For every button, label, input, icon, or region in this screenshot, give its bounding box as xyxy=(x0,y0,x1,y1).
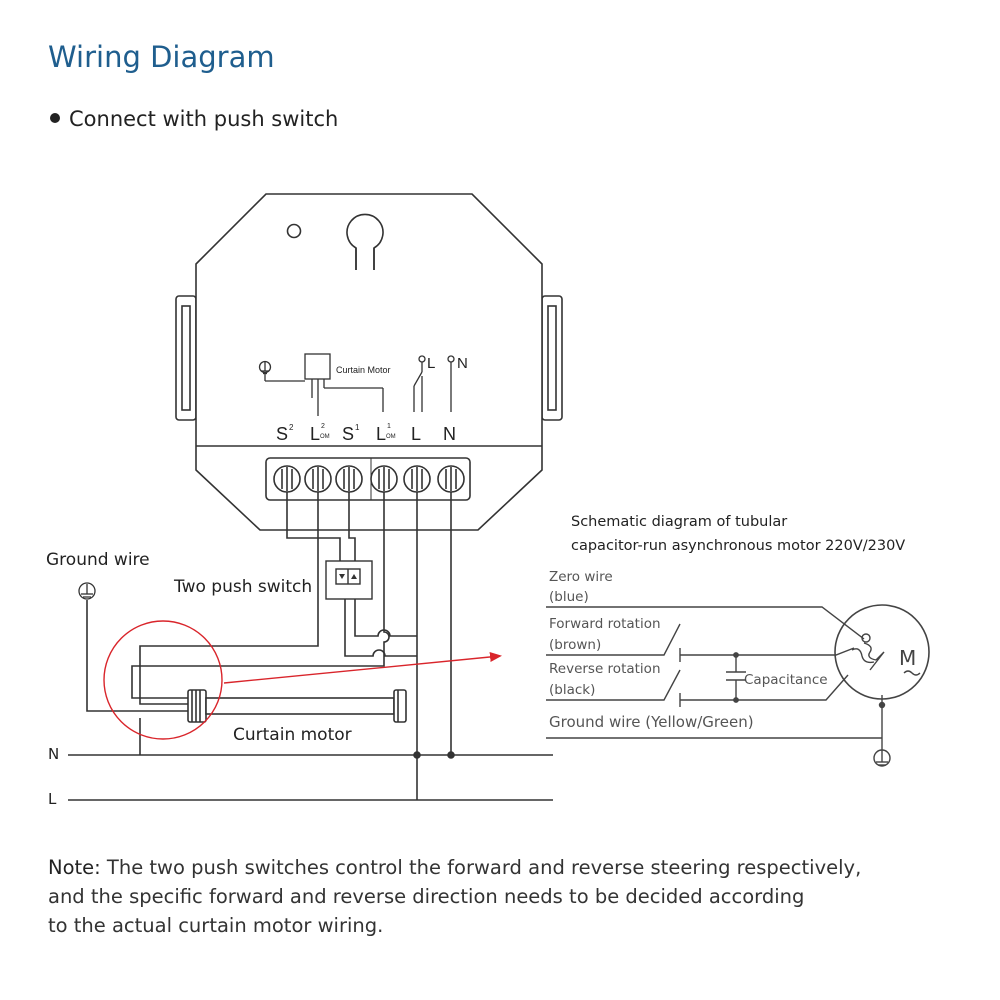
right-mount-clip-inner xyxy=(547,305,557,411)
antenna-icon xyxy=(346,213,384,270)
note-text-1: The two push switches control the forwar… xyxy=(100,856,862,879)
two-push-switch-icon xyxy=(325,560,373,600)
schematic-title-line1: Schematic diagram of tubular xyxy=(571,514,787,530)
forward-wire xyxy=(546,623,681,656)
left-mount-clip xyxy=(175,295,197,421)
motor-schematic: Schematic diagram of tubular capacitor-r… xyxy=(546,514,930,767)
terminal-label-l1om-sub: OM xyxy=(386,434,396,440)
terminal-label-s1: S xyxy=(342,424,354,444)
wire-s1 xyxy=(348,492,356,572)
note-label: Note: xyxy=(48,856,101,879)
live-line-label: L xyxy=(48,790,57,808)
reverse-rotation-label: Reverse rotation xyxy=(549,661,661,677)
terminal-label-l2om-sub: OM xyxy=(320,434,330,440)
section-subtitle: Connect with push switch xyxy=(50,107,338,131)
page-title: Wiring Diagram xyxy=(48,40,275,74)
curtain-motor-icon xyxy=(187,689,407,723)
internal-N-label: N xyxy=(457,355,468,372)
reverse-rotation-color: (black) xyxy=(549,682,595,698)
terminal-label-s1-sup: 1 xyxy=(355,423,360,432)
terminal-label-l: L xyxy=(411,424,421,444)
left-mount-clip-inner xyxy=(181,305,191,411)
wire-switch-common-1 xyxy=(344,599,417,657)
wire-l1om xyxy=(131,492,390,699)
wire-ground xyxy=(86,600,190,712)
terminal-label-s2: S xyxy=(276,424,288,444)
led-indicator-icon xyxy=(286,223,302,239)
forward-rotation-label: Forward rotation xyxy=(549,616,661,632)
terminal-label-s2-sup: 2 xyxy=(289,423,294,432)
note-line-2: and the specific forward and reverse dir… xyxy=(48,885,805,908)
terminal-label-n: N xyxy=(443,424,456,444)
internal-L-label: L xyxy=(427,355,435,372)
note-line-3: to the actual curtain motor wiring. xyxy=(48,914,384,937)
terminal-label-l2om: L xyxy=(310,424,320,444)
zero-wire-color: (blue) xyxy=(549,589,589,605)
motor-symbol-label: M xyxy=(899,646,916,670)
internal-schematic xyxy=(258,353,455,416)
bullet-icon xyxy=(50,113,60,123)
subtitle-text: Connect with push switch xyxy=(69,107,339,131)
zero-wire xyxy=(546,606,865,640)
ground-terminal-icon xyxy=(78,582,96,600)
curtain-motor-label: Curtain motor xyxy=(233,725,352,745)
note-line-1: Note: The two push switches control the … xyxy=(48,853,948,882)
wire-l2om xyxy=(139,492,319,705)
zero-wire-label: Zero wire xyxy=(549,569,613,585)
capacitor-icon xyxy=(726,652,746,703)
module-body xyxy=(195,193,543,531)
terminal-block xyxy=(265,457,471,501)
wire-s2 xyxy=(286,492,341,572)
motor-symbol-icon xyxy=(834,604,930,700)
terminal-labels: S 2 L 2 OM S 1 L 1 OM L N xyxy=(276,423,456,444)
reverse-wire xyxy=(546,669,681,701)
wire-switch-common-2 xyxy=(354,599,417,637)
terminal-label-l1om-sup: 1 xyxy=(387,423,391,430)
note-block: Note: The two push switches control the … xyxy=(48,853,948,940)
terminal-label-l1om: L xyxy=(376,424,386,444)
ground-wire-yg-label: Ground wire (Yellow/Green) xyxy=(549,713,754,731)
forward-rotation-color: (brown) xyxy=(549,637,601,653)
wiring xyxy=(68,492,553,801)
terminal-label-l2om-sup: 2 xyxy=(321,423,325,430)
switch-module xyxy=(175,193,563,531)
schematic-ground-icon xyxy=(873,749,891,767)
internal-motor-label: Curtain Motor xyxy=(336,365,391,375)
ground-wire-label: Ground wire xyxy=(46,550,150,570)
schematic-title-line2: capacitor-run asynchronous motor 220V/23… xyxy=(571,538,905,554)
two-push-switch-label: Two push switch xyxy=(173,577,312,597)
capacitance-label: Capacitance xyxy=(744,672,828,688)
right-mount-clip xyxy=(541,295,563,421)
neutral-line-label: N xyxy=(48,745,59,763)
highlight-circle xyxy=(103,620,223,740)
highlight-arrow xyxy=(223,651,502,684)
